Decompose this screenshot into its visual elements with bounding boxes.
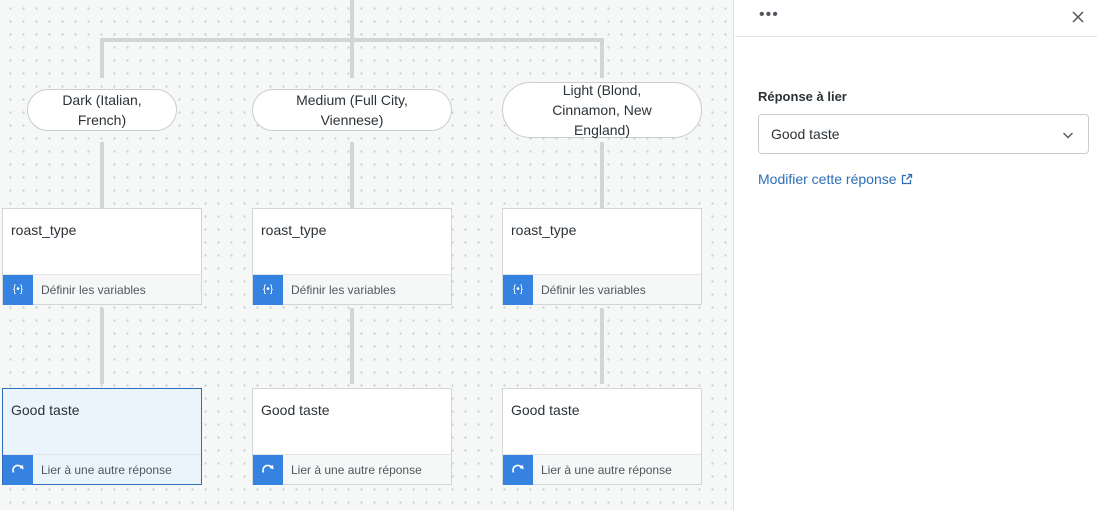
card-action-label: Définir les variables [41,282,146,297]
variable-braces-icon: {•} [503,274,533,305]
response-card[interactable]: Good taste Lier à une autre réponse [502,388,702,485]
connector [600,142,604,208]
more-options-icon[interactable]: ••• [759,6,779,23]
choice-label: Light (Blond, Cinnamon, New England) [552,82,652,138]
choice-label: Dark (Italian, French) [62,92,142,128]
link-response-icon [253,454,283,485]
link-response-icon [503,454,533,485]
connector [350,142,354,208]
choice-node-dark[interactable]: Dark (Italian, French) [27,89,177,131]
card-action-label: Lier à une autre réponse [41,462,172,477]
connector [350,38,354,78]
card-action-label: Définir les variables [291,282,396,297]
set-variables-button[interactable]: {•} Définir les variables [3,274,201,305]
variable-card[interactable]: roast_type {•} Définir les variables [2,208,202,305]
card-action-label: Définir les variables [541,282,646,297]
card-title: Good taste [3,389,201,454]
link-response-button[interactable]: Lier à une autre réponse [3,454,201,485]
external-link-icon [901,173,912,185]
select-value: Good taste [771,126,840,142]
chevron-down-icon [1063,132,1073,139]
response-card-selected[interactable]: Good taste Lier à une autre réponse [2,388,202,485]
variable-braces-icon: {•} [253,274,283,305]
connector [100,308,104,384]
edit-response-link[interactable]: Modifier cette réponse [758,171,913,187]
connector [350,308,354,384]
card-title: roast_type [261,222,327,238]
variable-card[interactable]: roast_type {•} Définir les variables [502,208,702,305]
field-label: Réponse à lier [758,89,847,104]
response-select[interactable]: Good taste [758,114,1089,154]
variable-braces-icon: {•} [3,274,33,305]
connector [100,142,104,208]
connector [350,0,354,42]
link-response-button[interactable]: Lier à une autre réponse [503,454,701,485]
variable-card[interactable]: roast_type {•} Définir les variables [252,208,452,305]
choice-node-medium[interactable]: Medium (Full City, Viennese) [252,89,452,131]
panel-header: ••• [735,0,1097,37]
choice-node-light[interactable]: Light (Blond, Cinnamon, New England) [502,82,702,138]
link-response-icon [3,454,33,485]
close-icon[interactable] [1069,8,1087,26]
card-action-label: Lier à une autre réponse [291,462,422,477]
card-title: Good taste [261,402,330,418]
set-variables-button[interactable]: {•} Définir les variables [503,274,701,305]
flow-canvas[interactable]: Dark (Italian, French) Medium (Full City… [0,0,734,510]
side-panel: ••• Réponse à lier Good taste Modifier c… [735,0,1097,510]
card-title: roast_type [11,222,77,238]
connector [600,308,604,384]
link-response-button[interactable]: Lier à une autre réponse [253,454,451,485]
choice-label: Medium (Full City, Viennese) [296,92,408,128]
connector [600,38,604,78]
card-action-label: Lier à une autre réponse [541,462,672,477]
edit-link-label: Modifier cette réponse [758,171,897,187]
card-title: Good taste [511,402,580,418]
card-title: roast_type [511,222,577,238]
connector [100,38,104,78]
set-variables-button[interactable]: {•} Définir les variables [253,274,451,305]
response-card[interactable]: Good taste Lier à une autre réponse [252,388,452,485]
